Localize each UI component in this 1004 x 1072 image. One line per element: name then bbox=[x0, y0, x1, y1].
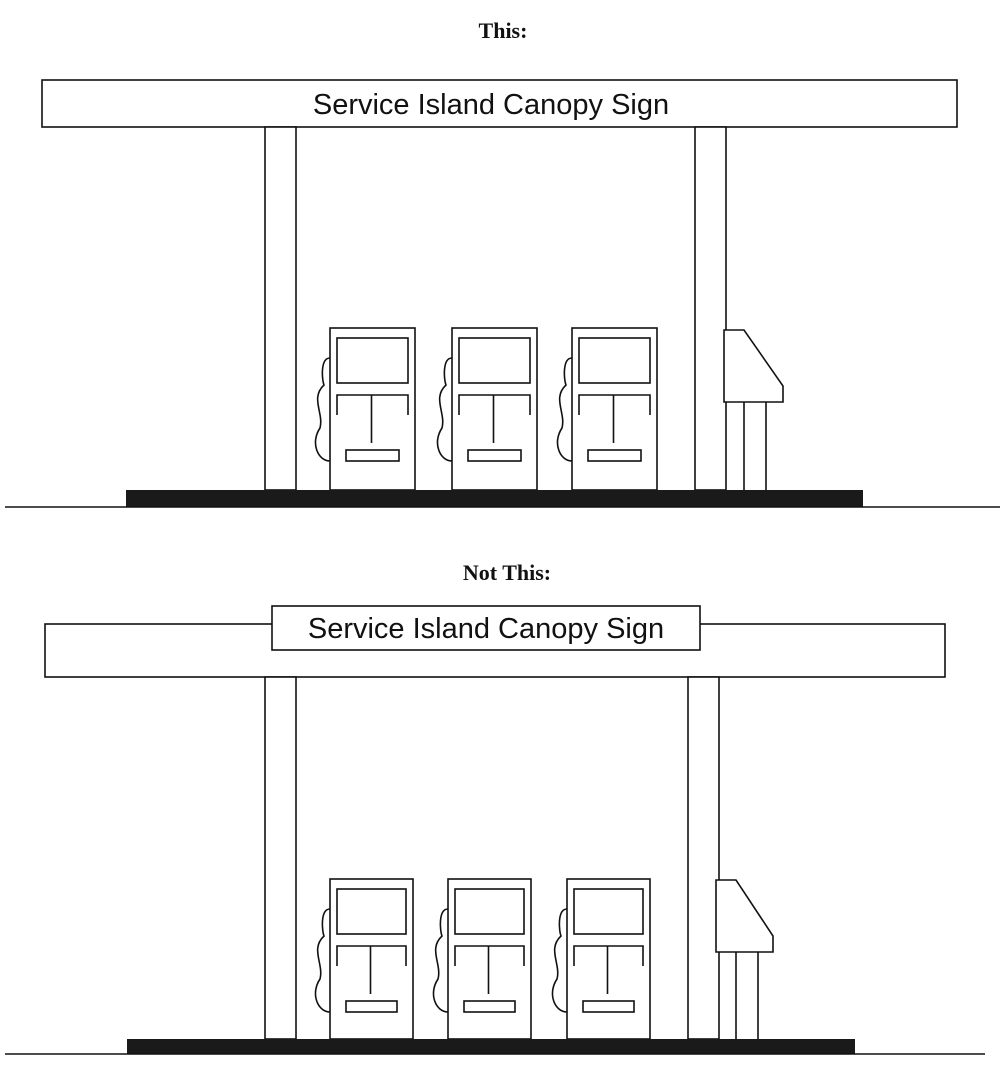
fuel-pump bbox=[432, 878, 532, 1040]
kiosk bbox=[723, 329, 784, 490]
pump-hose-nozzle bbox=[436, 357, 453, 462]
pump-price-panel bbox=[467, 449, 522, 462]
service-island-slab bbox=[127, 1039, 855, 1054]
pump-price-panel bbox=[345, 449, 400, 462]
pump-bracket bbox=[578, 394, 651, 443]
pump-price-panel bbox=[582, 1000, 635, 1013]
fuel-pump bbox=[556, 327, 658, 491]
pump-hose-nozzle bbox=[314, 357, 331, 462]
canopy-column bbox=[694, 126, 727, 491]
canopy-sign-text: Service Island Canopy Sign bbox=[308, 613, 664, 645]
pump-display bbox=[336, 337, 409, 384]
projecting-sign-box bbox=[271, 605, 701, 651]
pump-bracket bbox=[336, 945, 407, 994]
pump-bracket bbox=[454, 945, 525, 994]
pump-bracket bbox=[336, 394, 409, 443]
canopy-column bbox=[264, 676, 297, 1040]
fuel-pump bbox=[436, 327, 538, 491]
pump-price-panel bbox=[345, 1000, 398, 1013]
pump-hose-nozzle bbox=[432, 908, 449, 1013]
example-label-incorrect: Not This: bbox=[463, 560, 551, 585]
canopy-column bbox=[264, 126, 297, 491]
canopy-column bbox=[687, 676, 720, 1040]
pump-hose-nozzle bbox=[314, 908, 331, 1013]
kiosk-legs bbox=[735, 952, 759, 1039]
kiosk bbox=[715, 879, 774, 1039]
scene-correct: Service Island Canopy Sign bbox=[5, 79, 1000, 508]
pump-price-panel bbox=[463, 1000, 516, 1013]
pump-bracket bbox=[573, 945, 644, 994]
service-island-slab bbox=[126, 490, 863, 507]
kiosk-legs bbox=[743, 402, 767, 490]
canopy-sign-text: Service Island Canopy Sign bbox=[313, 89, 669, 121]
fuel-pump bbox=[314, 878, 414, 1040]
fuel-pump bbox=[314, 327, 416, 491]
kiosk-awning bbox=[723, 329, 784, 403]
pump-display bbox=[454, 888, 525, 935]
canopy-fascia bbox=[41, 79, 958, 128]
fuel-pump bbox=[551, 878, 651, 1040]
pump-display bbox=[336, 888, 407, 935]
pump-display bbox=[573, 888, 644, 935]
pump-bracket bbox=[458, 394, 531, 443]
pump-display bbox=[578, 337, 651, 384]
pump-display bbox=[458, 337, 531, 384]
example-label-correct: This: bbox=[479, 18, 528, 43]
scene-incorrect: Service Island Canopy Sign bbox=[5, 605, 985, 1055]
pump-hose-nozzle bbox=[551, 908, 568, 1013]
pump-hose-nozzle bbox=[556, 357, 573, 462]
pump-price-panel bbox=[587, 449, 642, 462]
kiosk-awning bbox=[715, 879, 774, 953]
